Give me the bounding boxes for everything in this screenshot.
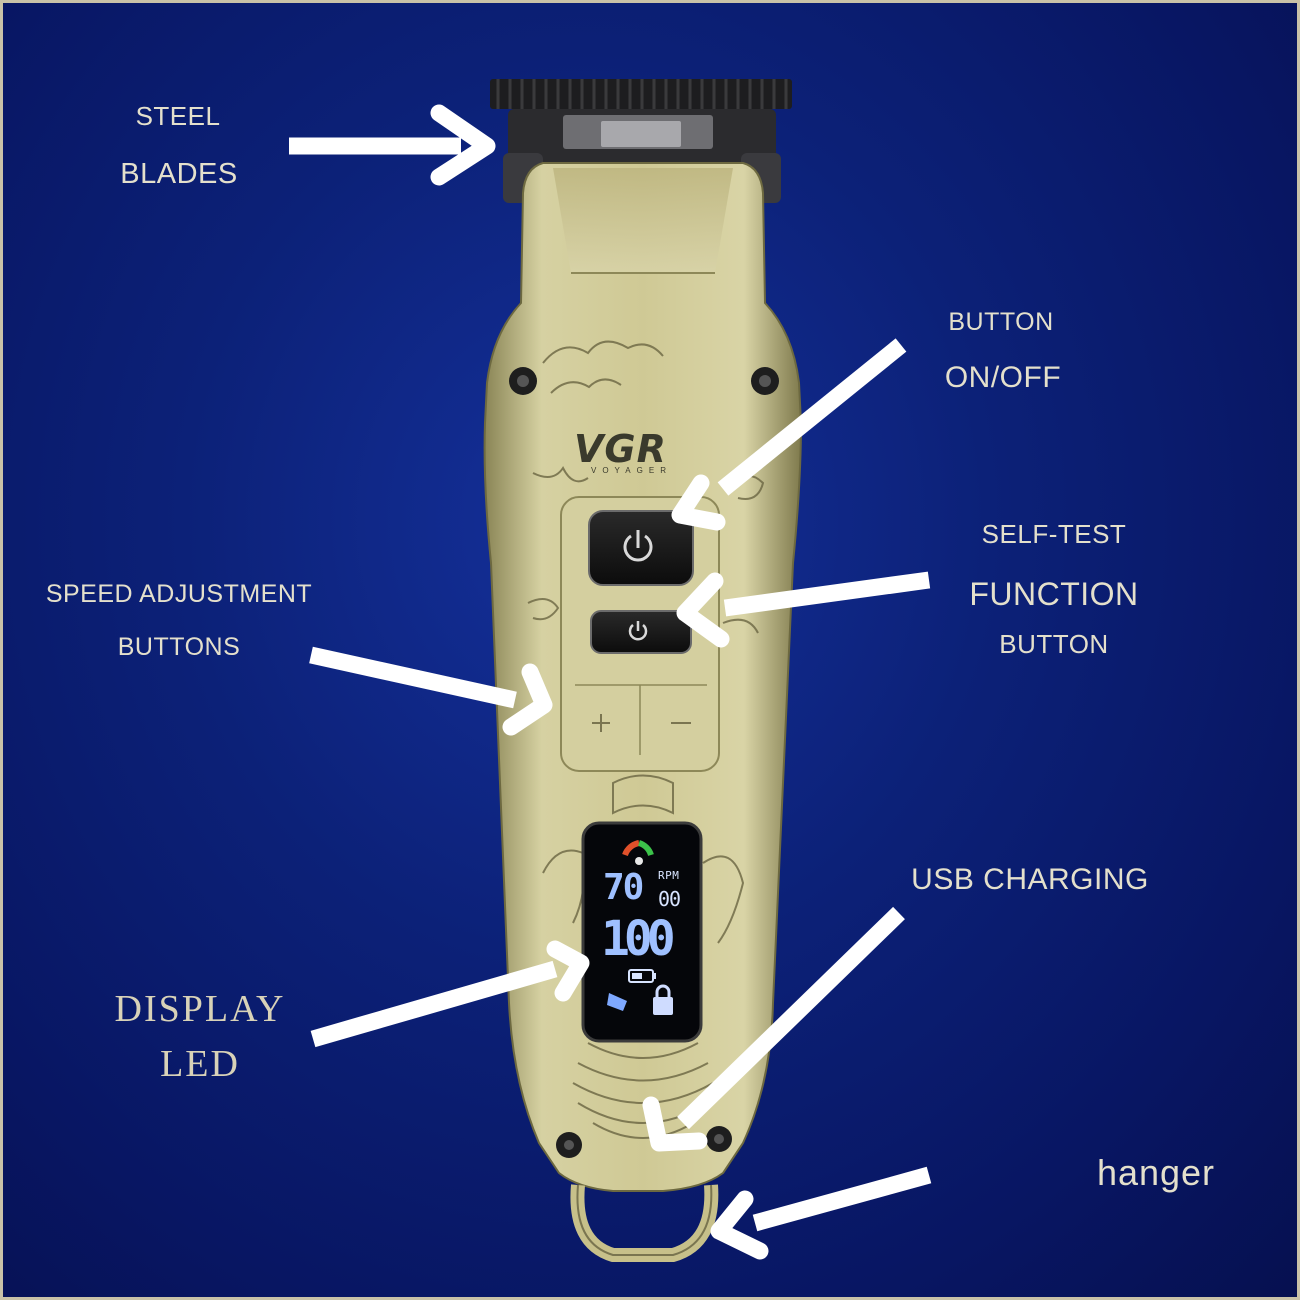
label-display-line2: LED bbox=[160, 1043, 240, 1085]
label-steel-line2: BLADES bbox=[120, 158, 238, 190]
label-selftest-line2: FUNCTION bbox=[969, 576, 1139, 612]
display-digits-top: 70 bbox=[603, 867, 644, 908]
power-icon bbox=[623, 530, 653, 562]
screws bbox=[509, 367, 779, 1158]
arrow-on-off bbox=[717, 338, 907, 496]
lock-icon bbox=[653, 984, 673, 1015]
callout-arrows bbox=[289, 104, 932, 1260]
label-speed-line2: BUTTONS bbox=[117, 633, 241, 661]
label-selftest-line3: BUTTON bbox=[999, 629, 1109, 659]
brand-subtitle: VOYAGER bbox=[591, 466, 672, 475]
label-selftest-line1: SELF-TEST bbox=[981, 519, 1127, 549]
display-rpm-unit: RPM bbox=[658, 869, 680, 882]
power-button[interactable] bbox=[588, 510, 694, 586]
label-hanger: hanger bbox=[1096, 1152, 1216, 1193]
battery-icon bbox=[628, 969, 656, 983]
self-test-icon bbox=[628, 621, 648, 641]
self-test-button[interactable] bbox=[590, 610, 692, 654]
steel-blades bbox=[490, 79, 792, 203]
arrow-usb bbox=[677, 906, 905, 1130]
speed-plus-button[interactable] bbox=[575, 687, 638, 753]
led-display bbox=[581, 821, 703, 1043]
arrow-speed bbox=[309, 646, 517, 709]
blade-icon bbox=[607, 993, 627, 1011]
label-onoff-line2: ON/OFF bbox=[944, 361, 1062, 394]
arrow-self-test bbox=[723, 571, 931, 617]
label-speed-line1: SPEED ADJUSTMENT bbox=[45, 580, 313, 608]
arrow-hanger bbox=[752, 1166, 932, 1232]
arrow-display bbox=[310, 960, 558, 1048]
label-display-line1: DISPLAY bbox=[114, 988, 286, 1030]
label-usb-line1: USB CHARGING bbox=[911, 863, 1149, 896]
speed-minus-button[interactable] bbox=[642, 687, 705, 753]
display-digits-big: 100 bbox=[601, 911, 676, 967]
label-steel-line1: STEEL bbox=[135, 101, 221, 131]
brand-logo: VGR bbox=[574, 427, 667, 471]
display-digits-small: 00 bbox=[658, 887, 681, 911]
label-onoff-line1: BUTTON bbox=[948, 308, 1054, 336]
plus-icon bbox=[592, 714, 610, 732]
trimmer-illustration bbox=[483, 79, 803, 1262]
